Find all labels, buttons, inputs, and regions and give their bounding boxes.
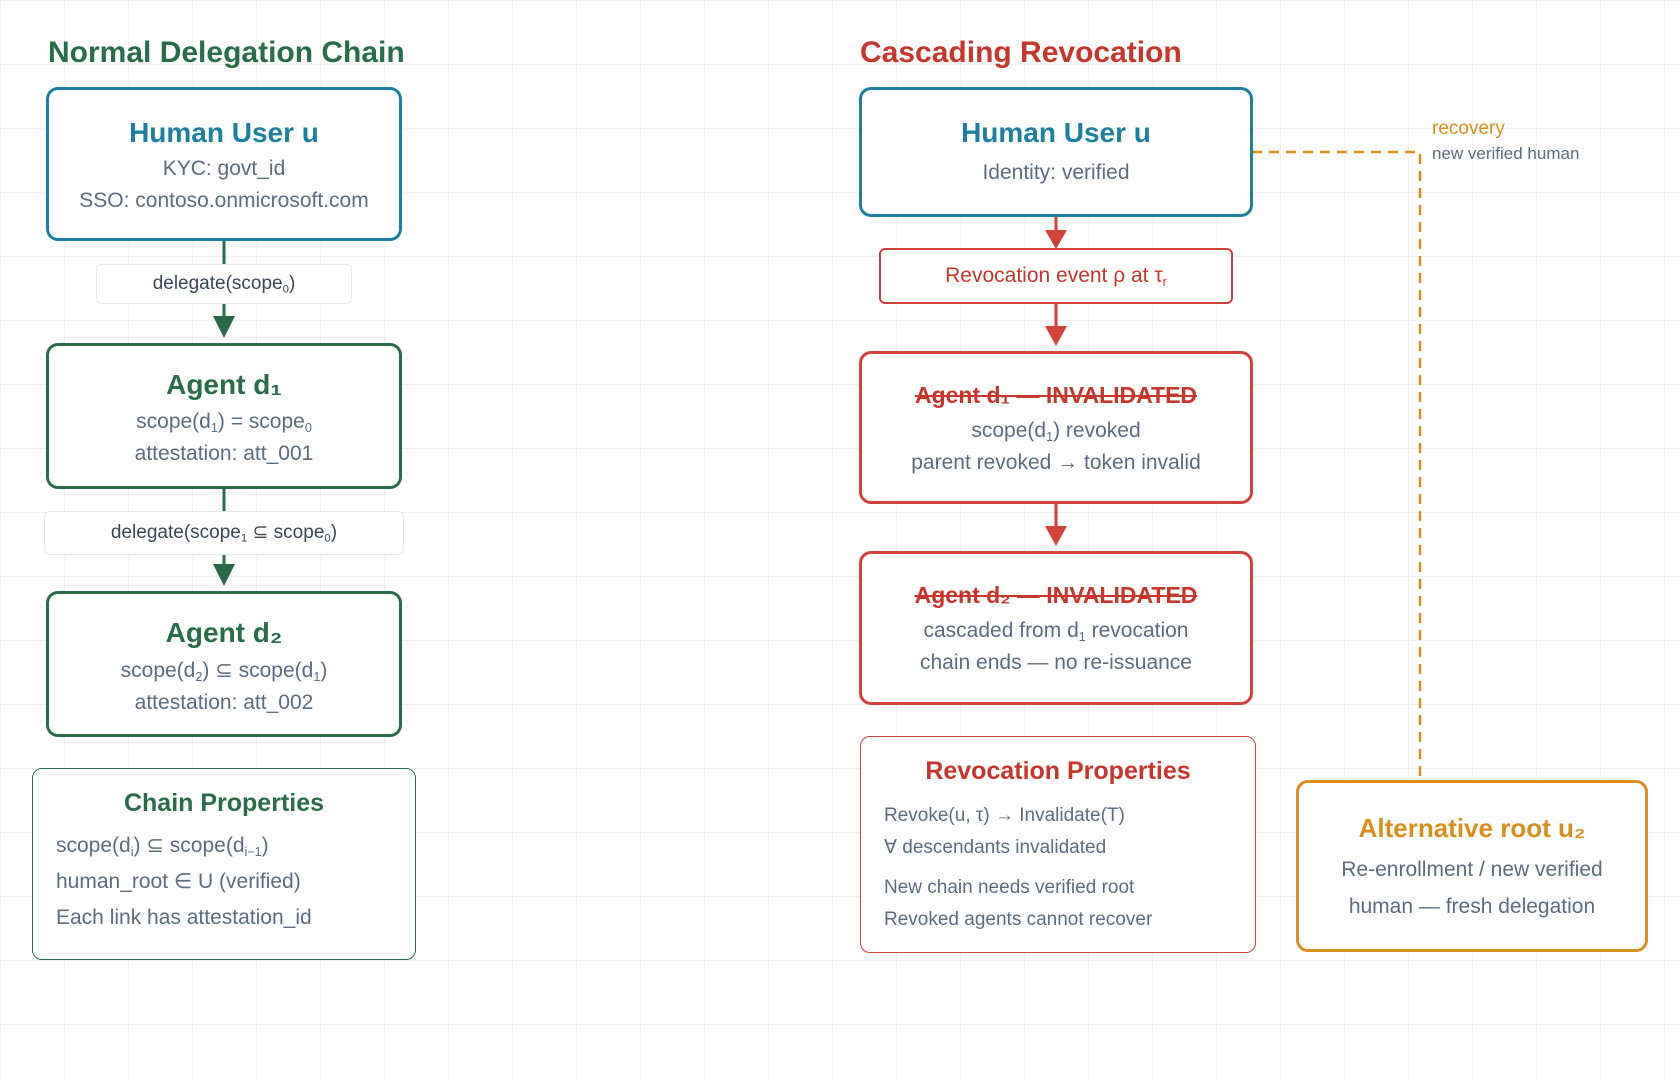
left-agent2-box: Agent d₂ scope(d2) ⊆ scope(d1) attestati… bbox=[46, 591, 402, 737]
arrowhead bbox=[1045, 230, 1067, 249]
arrowhead bbox=[213, 564, 235, 586]
s: 1 bbox=[210, 420, 218, 435]
t: ⊆ scope bbox=[247, 522, 325, 543]
s: 0 bbox=[324, 532, 331, 545]
t: ) bbox=[320, 659, 328, 682]
s: r bbox=[1162, 274, 1167, 289]
alternative-root-line2: human — fresh delegation bbox=[1348, 895, 1596, 918]
left-agent1-scope: scope(d1) = scope0 bbox=[49, 410, 399, 434]
chain-property-2: human_root ∈ U (verified) bbox=[56, 870, 301, 893]
right-agent2-chain-ends: chain ends — no re-issuance bbox=[920, 651, 1192, 674]
left-human-title: Human User u bbox=[129, 117, 319, 148]
chain-property-3: Each link has attestation_id bbox=[56, 906, 312, 929]
chain-property-1: scope(di) ⊆ scope(di−1) bbox=[56, 828, 415, 864]
right-agent1-box: Agent d₁ — INVALIDATED scope(d1) revoked… bbox=[859, 351, 1253, 504]
recovery-dashed-path bbox=[1252, 150, 1422, 780]
s: 1 bbox=[1078, 629, 1086, 644]
left-agent2-title: Agent d₂ bbox=[165, 617, 283, 648]
s: 1 bbox=[1046, 429, 1054, 444]
alternative-root-title: Alternative root u₂ bbox=[1358, 813, 1586, 843]
revocation-event-box: Revocation event ρ at τr bbox=[879, 248, 1233, 304]
s: 1 bbox=[240, 532, 248, 545]
edge1-suffix: ) bbox=[288, 273, 296, 294]
t: scope(d bbox=[120, 659, 196, 682]
revocation-property-3: New chain needs verified root bbox=[884, 877, 1135, 898]
left-human-sso: SSO: contoso.onmicrosoft.com bbox=[79, 189, 369, 212]
left-heading: Normal Delegation Chain bbox=[48, 36, 405, 69]
left-agent2-scope: scope(d2) ⊆ scope(d1) bbox=[49, 658, 399, 683]
t: ) ⊆ scope(d bbox=[133, 834, 245, 857]
left-agent1-title: Agent d₁ bbox=[166, 369, 282, 400]
chain-properties-title: Chain Properties bbox=[123, 789, 325, 817]
t: revocation bbox=[1085, 619, 1189, 642]
edge1-sub: 0 bbox=[282, 283, 289, 296]
t: Revocation event ρ at τ bbox=[945, 264, 1163, 287]
s: 0 bbox=[304, 420, 312, 435]
t: scope(d bbox=[136, 410, 211, 433]
chain-properties-list: scope(di) ⊆ scope(di−1) human_root ∈ U (… bbox=[33, 828, 415, 936]
s: i−1 bbox=[244, 844, 262, 859]
revocation-properties-title: Revocation Properties bbox=[925, 757, 1191, 785]
right-agent1-scope: scope(d1) revoked bbox=[862, 419, 1250, 443]
left-human-kyc: KYC: govt_id bbox=[162, 157, 286, 180]
right-agent1-title: Agent d₁ — INVALIDATED bbox=[914, 382, 1198, 408]
edge1-text: delegate(scope bbox=[152, 273, 283, 294]
t: ) = scope bbox=[217, 410, 305, 433]
revocation-property-1: Revoke(u, τ) → Invalidate(T) bbox=[884, 805, 1125, 826]
arrowhead bbox=[1045, 526, 1067, 546]
revocation-properties-box: Revocation Properties Revoke(u, τ) → Inv… bbox=[860, 736, 1256, 953]
left-agent1-box: Agent d₁ scope(d1) = scope0 attestation:… bbox=[46, 343, 402, 489]
revocation-event-text: Revocation event ρ at τr bbox=[881, 250, 1231, 302]
right-human-title: Human User u bbox=[961, 117, 1151, 148]
revocation-property-2: ∀ descendants invalidated bbox=[884, 837, 1107, 858]
alternative-root-box: Alternative root u₂ Re-enrollment / new … bbox=[1296, 780, 1648, 952]
revocation-properties-list: Revoke(u, τ) → Invalidate(T) ∀ descendan… bbox=[861, 800, 1255, 936]
right-agent1-reason: parent revoked → token invalid bbox=[911, 451, 1201, 474]
chain-properties-box: Chain Properties scope(di) ⊆ scope(di−1)… bbox=[32, 768, 416, 960]
s: 2 bbox=[195, 669, 203, 684]
t: scope(d bbox=[56, 834, 131, 857]
revocation-property-4: Revoked agents cannot recover bbox=[884, 909, 1153, 930]
s: 1 bbox=[313, 669, 321, 684]
alternative-root-line1: Re-enrollment / new verified bbox=[1341, 858, 1603, 881]
t: ) bbox=[261, 834, 269, 857]
right-agent2-title: Agent d₂ — INVALIDATED bbox=[914, 582, 1198, 608]
recovery-label: recovery bbox=[1432, 118, 1505, 139]
t: delegate(scope bbox=[110, 522, 241, 543]
right-agent2-cascade: cascaded from d1 revocation bbox=[862, 619, 1250, 643]
arrowhead bbox=[1045, 326, 1067, 346]
right-agent2-box: Agent d₂ — INVALIDATED cascaded from d1 … bbox=[859, 551, 1253, 705]
t: scope(d bbox=[971, 419, 1047, 442]
t: ) ⊆ scope(d bbox=[202, 659, 314, 682]
left-agent1-attestation: attestation: att_001 bbox=[134, 442, 314, 465]
left-agent2-attestation: attestation: att_002 bbox=[134, 691, 314, 714]
right-heading: Cascading Revocation bbox=[860, 36, 1182, 69]
left-edge-label-1: delegate(scope0) bbox=[96, 264, 352, 304]
t: ) bbox=[330, 522, 338, 543]
s: i bbox=[130, 844, 134, 859]
t: ) revoked bbox=[1053, 419, 1141, 442]
arrowhead bbox=[213, 316, 235, 338]
recovery-sublabel: new verified human bbox=[1432, 144, 1580, 163]
left-edge-label-2: delegate(scope1 ⊆ scope0) bbox=[44, 511, 404, 555]
t: cascaded from d bbox=[923, 619, 1079, 642]
right-human-user-box: Human User u Identity: verified bbox=[859, 87, 1253, 217]
right-human-identity: Identity: verified bbox=[982, 161, 1130, 184]
left-human-user-box: Human User u KYC: govt_id SSO: contoso.o… bbox=[46, 87, 402, 241]
